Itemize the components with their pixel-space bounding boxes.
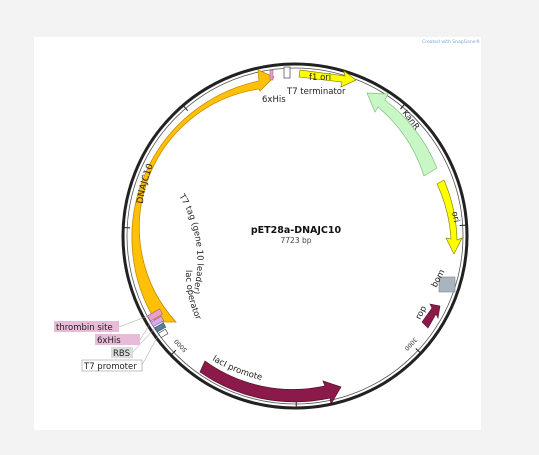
rbs-label: RBS — [113, 349, 130, 359]
his-top-feature — [270, 70, 273, 80]
his-left-label: 6xHis — [97, 336, 121, 346]
f1-ori-label: f1 ori — [309, 73, 331, 83]
t7-promoter-label: T7 promoter — [83, 362, 137, 372]
t7-terminator-label: T7 terminator — [286, 87, 346, 97]
thrombin-site-label: thrombin site — [56, 323, 113, 333]
plasmid-name: pET28a-DNAJC10 — [251, 225, 342, 236]
plasmid-length: 7723 bp — [281, 236, 312, 245]
t7-terminator-feature — [284, 67, 290, 78]
his-top-label: 6xHis — [262, 95, 286, 105]
watermark: Created with SnapGene® — [422, 38, 480, 45]
